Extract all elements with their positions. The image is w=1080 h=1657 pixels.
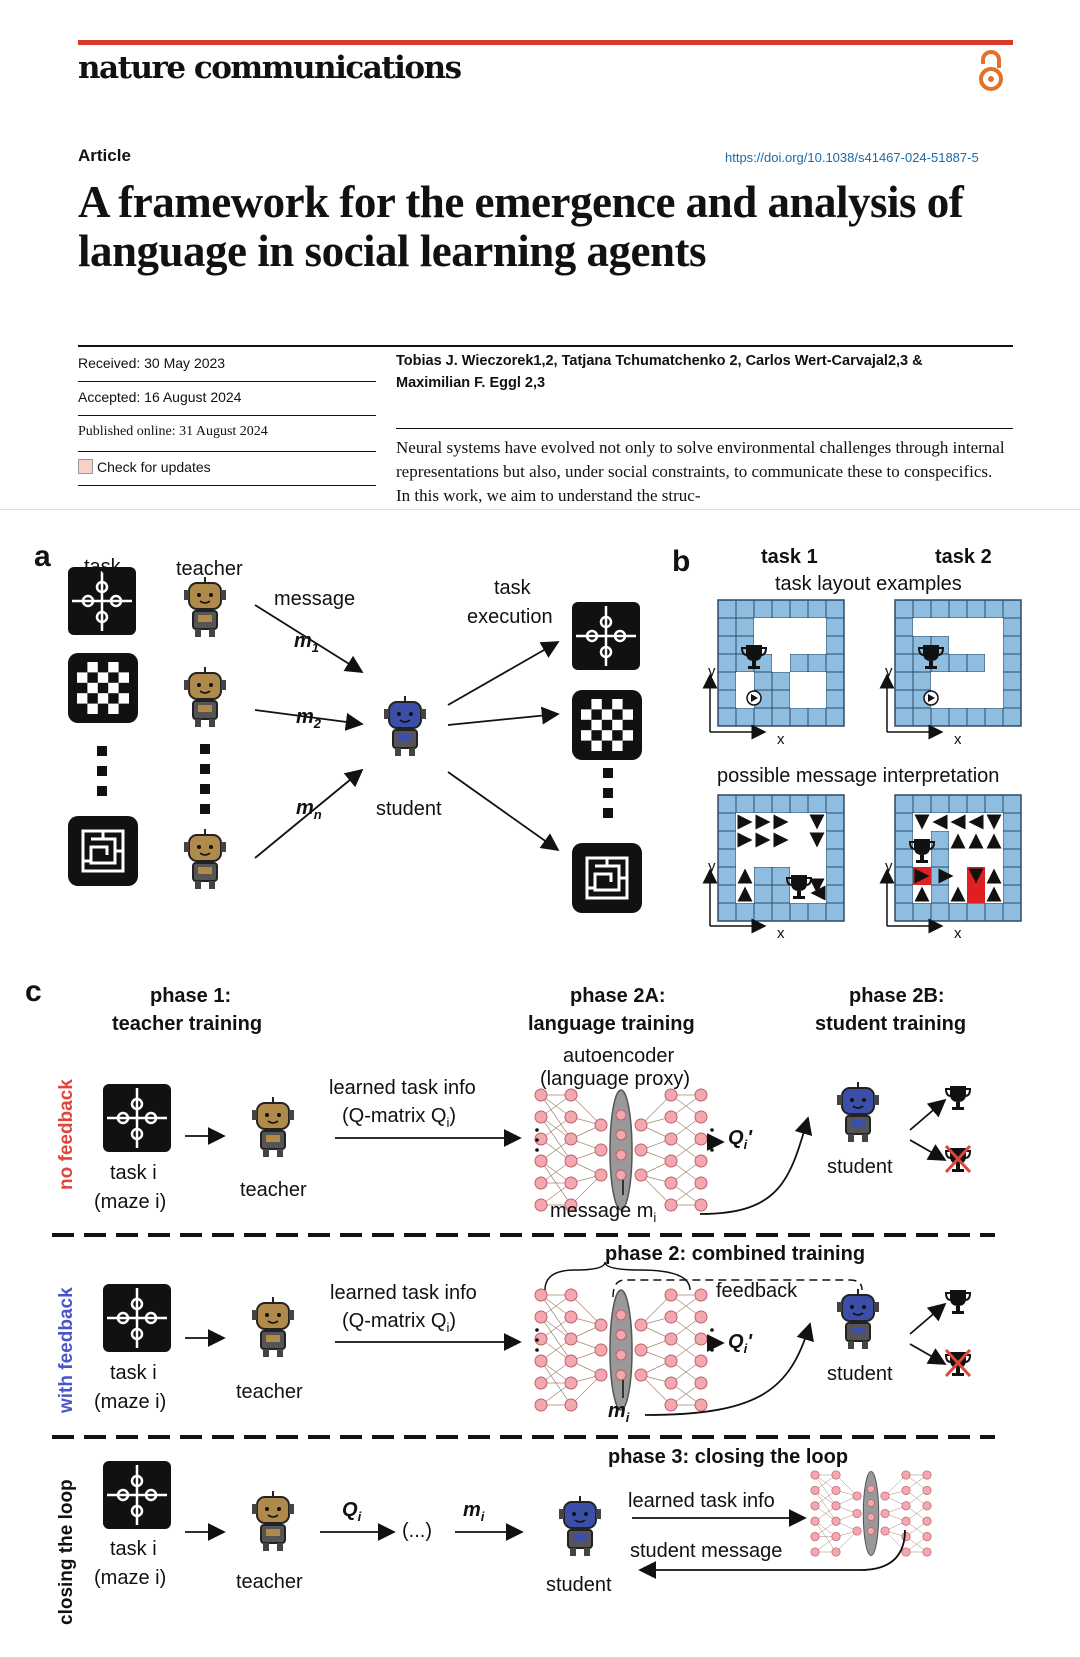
q-prime-output: Qi' [728, 1331, 752, 1356]
task-label: task [84, 556, 121, 578]
message-interpretation-title: possible message interpretation [717, 765, 1000, 787]
page-separator [0, 509, 1080, 510]
learned-task-info-label: learned task info [329, 1077, 476, 1099]
y-axis-label: y [885, 858, 893, 875]
x-axis-label: x [954, 731, 962, 748]
panel-b-graphics [702, 599, 1022, 934]
published-date: Published online: 31 August 2024 [78, 424, 268, 439]
learned-task-info-label: learned task info [628, 1490, 775, 1512]
task-execution-label-1: task [494, 577, 531, 599]
maze-task-icon [66, 814, 140, 888]
journal-accent-bar [78, 40, 1013, 45]
task-i-label: task i [110, 1162, 157, 1184]
task-execution-label-2: execution [467, 606, 553, 628]
q-matrix-label: (Q-matrix Qi) [342, 1105, 456, 1130]
phase2-combined-title: phase 2: combined training [605, 1243, 866, 1265]
language-proxy-label: (language proxy) [540, 1068, 691, 1090]
divider [78, 415, 376, 416]
teacher-label: teacher [240, 1179, 307, 1201]
abstract: Neural systems have evolved not only to … [396, 438, 1005, 505]
y-axis-label: y [708, 663, 716, 680]
accepted-date: Accepted: 16 August 2024 [78, 389, 242, 405]
maze-i-label: (maze i) [94, 1567, 167, 1589]
checkerboard-task-icon [68, 653, 138, 723]
y-axis-label: y [885, 663, 893, 680]
divider [78, 485, 376, 486]
learned-task-info-label: learned task info [330, 1282, 477, 1304]
y-axis-label: y [708, 858, 716, 875]
phase2b-subtitle: student training [815, 1013, 967, 1035]
message-m2: m2 [296, 706, 322, 731]
panel-b-letter: b [672, 545, 691, 578]
student-label: student [827, 1363, 893, 1385]
task-layout-title: task layout examples [775, 573, 962, 595]
teacher-label: teacher [176, 558, 243, 580]
mi-label: mi [608, 1400, 630, 1425]
phase1-title: phase 1: [150, 985, 232, 1007]
journal-name: nature communications [78, 50, 462, 86]
task-i-label: task i [110, 1538, 157, 1560]
article-title: A framework for the emergence and analys… [78, 177, 964, 276]
divider [78, 345, 1013, 347]
phase1-subtitle: teacher training [112, 1013, 263, 1035]
student-label: student [827, 1156, 893, 1178]
received-date: Received: 30 May 2023 [78, 355, 226, 371]
doi-link[interactable]: https://doi.org/10.1038/s41467-024-51887… [725, 150, 979, 165]
panel-a-letter: a [34, 540, 51, 573]
check-updates-icon [78, 459, 93, 474]
maze-i-label: (maze i) [94, 1191, 167, 1213]
closing-loop-label: closing the loop [56, 1479, 77, 1625]
message-mi-label: message mi [550, 1200, 657, 1225]
q-prime-output: Qi' [728, 1127, 752, 1152]
ellipsis-label: (...) [402, 1520, 432, 1542]
divider [396, 428, 1013, 429]
task2-label: task 2 [935, 546, 992, 568]
qi-label: Qi [342, 1499, 362, 1524]
with-feedback-label: with feedback [56, 1287, 77, 1413]
q-matrix-label: (Q-matrix Qi) [342, 1310, 456, 1335]
student-label: student [546, 1574, 612, 1596]
check-updates-link[interactable]: Check for updates [78, 459, 211, 475]
phase2b-title: phase 2B: [849, 985, 945, 1007]
no-feedback-label: no feedback [56, 1079, 77, 1190]
feedback-label: feedback [716, 1280, 798, 1302]
task1-label: task 1 [761, 546, 818, 568]
divider [78, 381, 376, 382]
authors-line-1: Tobias J. Wieczorek1,2, Tatjana Tchumatc… [396, 353, 923, 369]
task-i-label: task i [110, 1362, 157, 1384]
article-type: Article [78, 146, 131, 165]
check-updates-label: Check for updates [97, 459, 211, 475]
student-message-label: student message [630, 1540, 783, 1562]
teacher-label: teacher [236, 1571, 303, 1593]
message-mn: mn [296, 797, 322, 822]
teacher-label: teacher [236, 1381, 303, 1403]
message-m1: m1 [294, 630, 320, 655]
autoencoder-label: autoencoder [563, 1045, 675, 1067]
panel-a-graphics [66, 565, 644, 915]
maze-i-label: (maze i) [94, 1391, 167, 1413]
x-axis-label: x [954, 925, 962, 942]
x-axis-label: x [777, 925, 785, 942]
panel-c-graphics [52, 1081, 995, 1579]
divider [78, 451, 376, 452]
phase2a-subtitle: language training [528, 1013, 695, 1035]
x-axis-label: x [777, 731, 785, 748]
authors-line-2: Maximilian F. Eggl 2,3 [396, 375, 546, 391]
panel-c-letter: c [25, 975, 42, 1008]
open-access-icon [979, 50, 1003, 91]
author-list: Tobias J. Wieczorek1,2, Tatjana Tchumatc… [396, 350, 1016, 394]
mi-label: mi [463, 1499, 485, 1524]
phase3-title: phase 3: closing the loop [608, 1446, 849, 1468]
message-label: message [274, 588, 356, 610]
student-label: student [376, 798, 442, 820]
phase2a-title: phase 2A: [570, 985, 666, 1007]
